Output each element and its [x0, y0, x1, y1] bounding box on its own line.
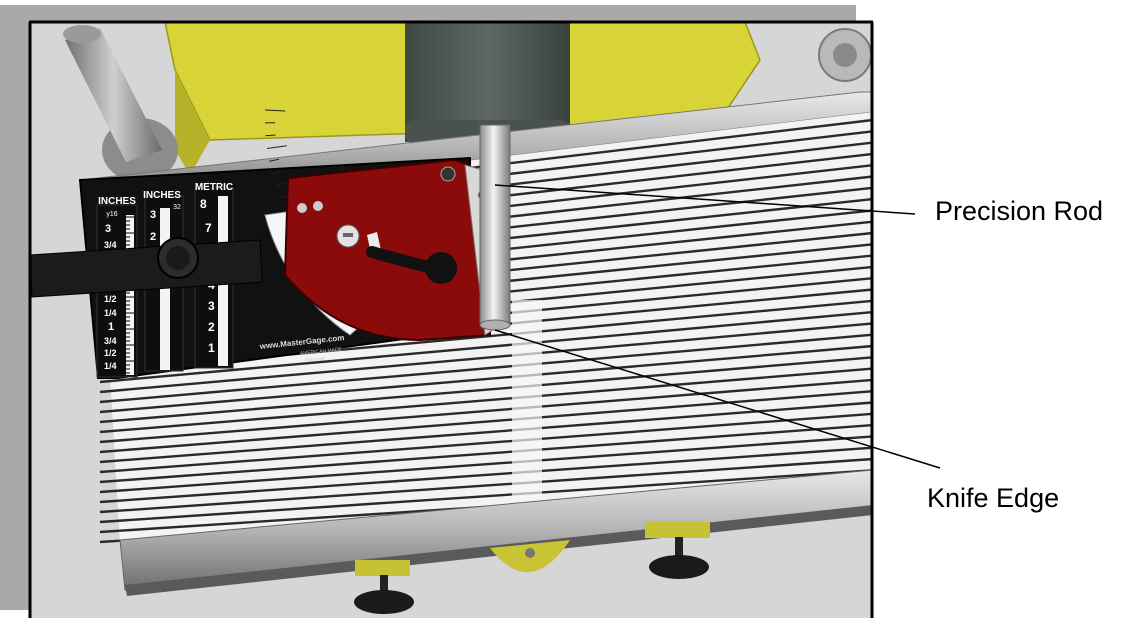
- scale-metric-header: METRIC: [195, 182, 233, 193]
- scale-inches-16-label-3: 1/2: [104, 294, 117, 304]
- scale-inches-16-header: INCHES: [98, 196, 136, 207]
- scale-inches-32-header: INCHES: [143, 190, 181, 201]
- scale-inches-16-sub: y16: [106, 211, 117, 218]
- scale-inches-16-label-1: 3: [105, 223, 111, 235]
- scale-inches-16-label-4: 1/4: [104, 308, 117, 318]
- scale-metric-label-6: 1: [208, 341, 215, 355]
- scale-inches-32-label-2: 2: [150, 231, 156, 243]
- scale-inches-16-label-6: 3/4: [104, 336, 117, 346]
- corner-knob: [819, 29, 871, 81]
- scale-metric-label-2: 7: [205, 221, 212, 235]
- knife-edge-label: Knife Edge: [927, 483, 1059, 514]
- scale-inches-32-label-1: 3: [150, 209, 156, 221]
- scale-inches-16-label-8: 1/4: [104, 361, 117, 371]
- scale-inches-16-label-2: 3/4: [104, 240, 117, 250]
- precision-rod: [480, 125, 510, 330]
- scale-inches-16-label-5: 1: [108, 321, 114, 333]
- precision-rod-label: Precision Rod: [935, 196, 1103, 227]
- scale-metric-label-1: 8: [200, 197, 207, 211]
- scale-metric-label-5: 2: [208, 320, 215, 334]
- scale-inches-32-sub: 32: [173, 204, 181, 211]
- scale-inches-16-label-7: 1/2: [104, 348, 117, 358]
- scale-metric-label-4: 3: [208, 299, 215, 313]
